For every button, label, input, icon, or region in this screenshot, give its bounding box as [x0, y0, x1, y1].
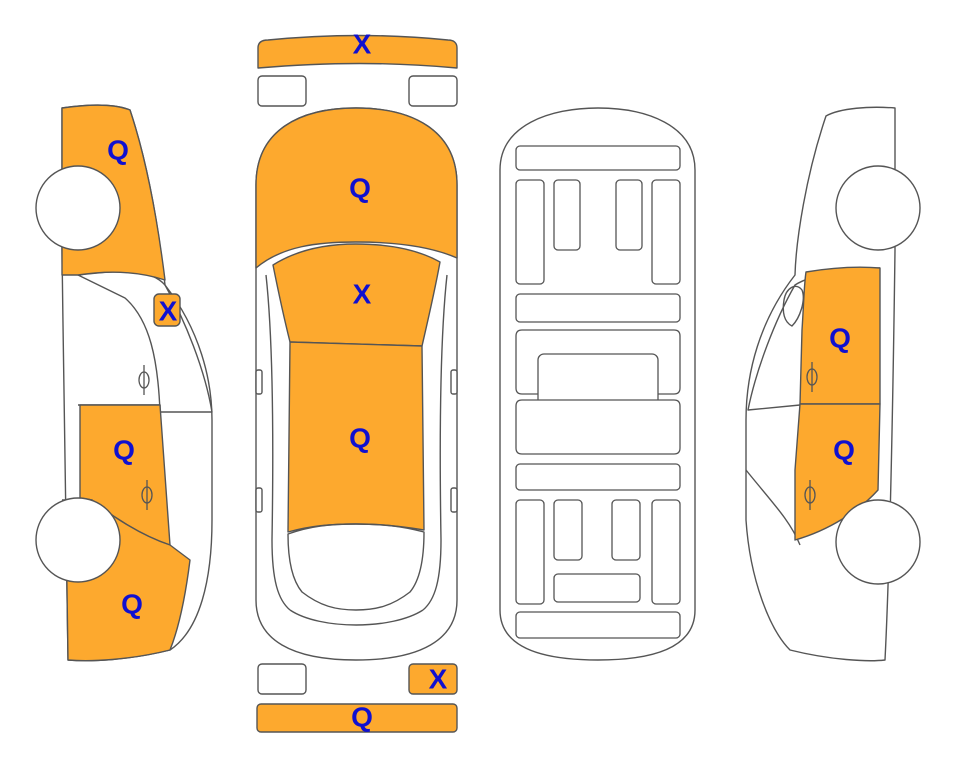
- top-left-rear-handle: [255, 487, 263, 513]
- top-right-mirror: [450, 369, 458, 395]
- underbody-front-crossmember: [515, 145, 681, 171]
- roof-mark: Q: [349, 422, 371, 453]
- underbody-rear-crossmember: [515, 463, 681, 491]
- top-left-mirror: [255, 369, 263, 395]
- underbody-rear-floor: [515, 399, 681, 455]
- top-right-rear-handle: [450, 487, 458, 513]
- right-rear-door-handle: [804, 480, 816, 510]
- underbody-rear-right-inner: [611, 499, 641, 561]
- underbody-rear-panel: [515, 611, 681, 639]
- right-front-door-mark: Q: [829, 322, 851, 353]
- underbody-outline: [499, 107, 696, 661]
- left-side-window-line: [77, 270, 213, 413]
- underbody-rear-right-rail: [651, 499, 681, 605]
- windshield-panel: [272, 243, 441, 347]
- underbody-front-right-rail: [651, 179, 681, 285]
- front-bumper-mark: X: [353, 28, 372, 59]
- right-rear-wheel: [835, 499, 921, 585]
- left-front-fender-mark: Q: [107, 134, 129, 165]
- right-side-lower-line: [745, 469, 801, 546]
- hood-panel: [255, 107, 458, 269]
- top-view: X Q X Q X Q: [255, 28, 458, 733]
- underbody-front-left-rail: [515, 179, 545, 285]
- front-bumper-panel: [257, 34, 458, 69]
- rear-bumper-panel: [256, 703, 458, 733]
- rear-right-lamp-panel: [408, 663, 458, 695]
- underbody-front-right-inner: [615, 179, 643, 251]
- left-rear-door-mark: Q: [113, 434, 135, 465]
- underbody-mid-crossmember: [515, 293, 681, 323]
- left-rear-quarter-mark: Q: [121, 588, 143, 619]
- rear-window-outline: [287, 523, 425, 611]
- underbody-rear-left-rail: [515, 499, 545, 605]
- left-mirror-mark: X: [159, 295, 178, 326]
- underbody-rear-left-inner: [553, 499, 583, 561]
- right-side-view: Q Q: [745, 106, 921, 662]
- rear-right-lamp-mark: X: [429, 663, 448, 694]
- top-view-left-side-line: [265, 274, 291, 611]
- right-front-wheel: [835, 165, 921, 251]
- front-right-lamp: [408, 75, 458, 107]
- left-front-door-handle: [138, 365, 150, 395]
- front-left-lamp: [257, 75, 307, 107]
- rear-bumper-mark: Q: [351, 701, 373, 732]
- trunk-outline: [289, 609, 424, 626]
- underbody-front-left-inner: [553, 179, 581, 251]
- hood-mark: Q: [349, 172, 371, 203]
- left-rear-wheel: [35, 497, 121, 583]
- left-side-view: Q X Q Q: [35, 104, 213, 662]
- left-rear-door-handle: [141, 480, 153, 510]
- top-view-right-side-line: [422, 274, 448, 611]
- right-rear-door-mark: Q: [833, 434, 855, 465]
- left-front-wheel: [35, 165, 121, 251]
- windshield-mark: X: [353, 278, 372, 309]
- underbody-spare-well: [553, 573, 641, 603]
- underbody-view: [499, 107, 696, 661]
- rear-left-lamp: [257, 663, 307, 695]
- right-front-door-handle: [806, 362, 818, 392]
- left-mirror-panel: [153, 293, 181, 327]
- right-mirror: [782, 285, 804, 327]
